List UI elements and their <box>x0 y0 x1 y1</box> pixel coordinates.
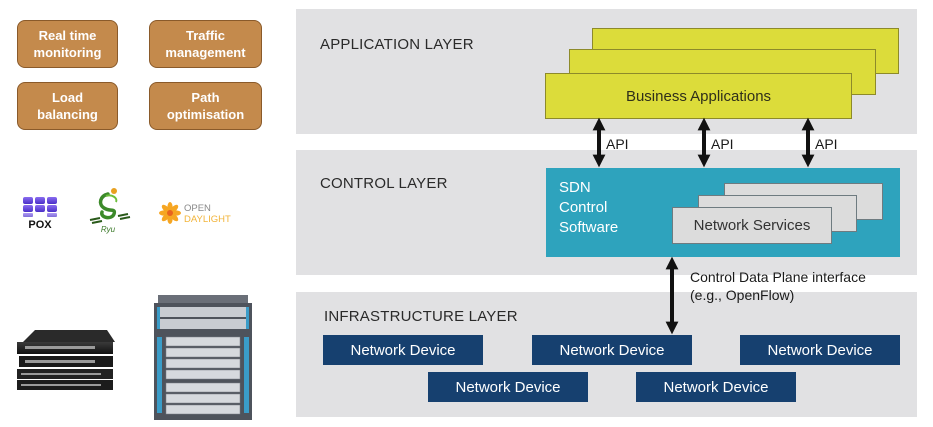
application-layer-title: APPLICATION LAYER <box>320 36 474 53</box>
sdn-line: Control <box>559 199 608 216</box>
api-label: API <box>606 136 629 152</box>
app-box-traffic-management: Traffic management <box>149 20 262 68</box>
app-box-line: management <box>165 45 246 60</box>
network-services-box: Network Services <box>672 207 832 244</box>
control-layer-title: CONTROL LAYER <box>320 175 448 192</box>
sdn-control-software-label: SDN Control Software <box>559 178 618 238</box>
chassis-router-icon <box>154 295 252 420</box>
api-label: API <box>711 136 734 152</box>
sdn-line: SDN <box>559 179 591 196</box>
app-box-line: Path <box>191 90 220 105</box>
app-box-line: balancing <box>37 107 98 122</box>
ryu-dragon-logo-icon: Ryu <box>86 186 134 234</box>
network-services-label: Network Services <box>693 217 811 234</box>
network-device: Network Device <box>323 335 483 365</box>
api-label: API <box>815 136 838 152</box>
app-box-line: monitoring <box>33 45 102 60</box>
opendaylight-line2: DAYLIGHT <box>184 214 231 225</box>
opendaylight-logo-icon: OPEN DAYLIGHT <box>158 200 248 226</box>
network-device: Network Device <box>636 372 796 402</box>
app-box-line: Traffic <box>185 28 225 43</box>
cdp-line-2: (e.g., OpenFlow) <box>690 287 795 303</box>
network-device: Network Device <box>428 372 588 402</box>
app-box-real-time-monitoring: Real time monitoring <box>17 20 118 68</box>
app-box-line: Load <box>51 90 84 105</box>
app-box-load-balancing: Load balancing <box>17 82 118 130</box>
network-device: Network Device <box>740 335 900 365</box>
network-device: Network Device <box>532 335 692 365</box>
app-box-path-optimisation: Path optimisation <box>149 82 262 130</box>
control-data-plane-interface-label: Control Data Plane interface (e.g., Open… <box>690 268 866 304</box>
business-applications-box: Business Applications <box>545 73 852 119</box>
opendaylight-line1: OPEN <box>184 203 211 214</box>
ryu-label: Ryu <box>101 225 116 234</box>
infrastructure-layer-title: INFRASTRUCTURE LAYER <box>324 308 518 325</box>
switch-stack-icon <box>15 328 115 392</box>
cdp-line-1: Control Data Plane interface <box>690 269 866 285</box>
pox-label: POX <box>28 219 52 230</box>
app-box-line: optimisation <box>166 107 245 122</box>
business-applications-label: Business Applications <box>625 87 772 105</box>
app-box-line: Real time <box>38 28 97 43</box>
pox-logo-icon: POX <box>20 196 60 231</box>
sdn-line: Software <box>559 219 619 236</box>
